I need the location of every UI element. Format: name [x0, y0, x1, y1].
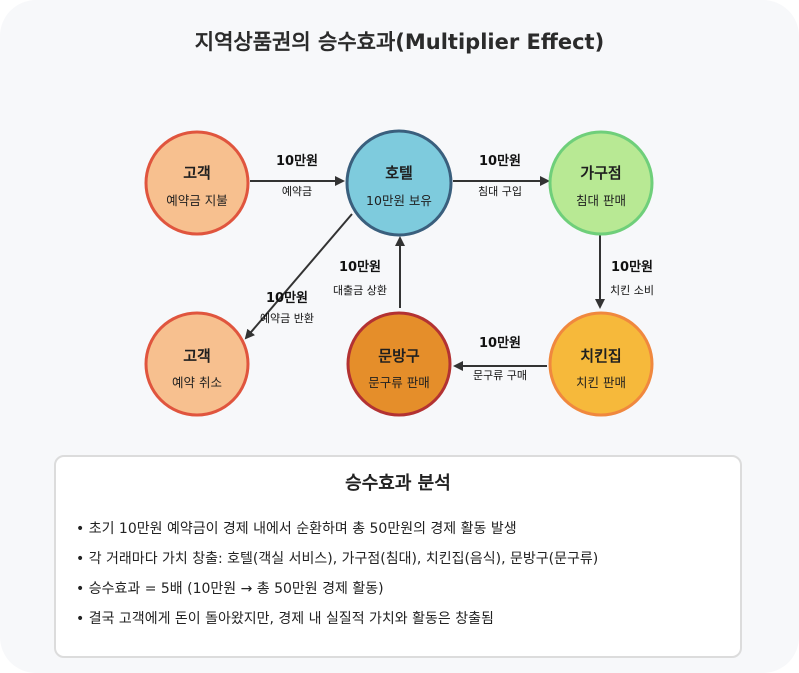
- node-customer-end: 고객 예약 취소: [144, 311, 250, 417]
- node-hotel: 호텔 10만원 보유: [345, 129, 453, 237]
- node-hotel-circle: [345, 129, 453, 237]
- edge-refund-desc: 예약금 반환: [260, 311, 314, 325]
- analysis-title: 승수효과 분석: [345, 473, 451, 494]
- node-customer-end-subtitle: 예약 취소: [172, 375, 222, 390]
- analysis-bullet: 결국 고객에게 돈이 돌아왔지만, 경제 내 실질적 가치와 활동은 창출됨: [76, 609, 598, 639]
- analysis-bullet: 각 거래마다 가치 창출: 호텔(객실 서비스), 가구점(침대), 치킨집(음…: [76, 549, 599, 579]
- node-customer-end-title: 고객: [183, 347, 211, 365]
- node-furniture: 가구점 침대 판매: [548, 130, 654, 236]
- node-customer-start-title: 고객: [183, 164, 211, 182]
- node-furniture-subtitle: 침대 판매: [576, 193, 626, 208]
- edge-bed-desc: 침대 구입: [478, 185, 522, 198]
- edge-chicken-desc: 치킨 소비: [610, 284, 654, 297]
- node-hotel-title: 호텔: [385, 164, 413, 182]
- edge-loan-amount: 10만원: [339, 259, 381, 275]
- analysis-list: 초기 10만원 예약금이 경제 내에서 순환하며 총 50만원의 경제 활동 발…: [76, 519, 599, 639]
- node-chicken: 치킨집 치킨 판매: [548, 311, 654, 417]
- edge-loan-desc: 대출금 상환: [333, 284, 387, 297]
- edge-stationery-desc: 문구류 구매: [473, 369, 527, 382]
- node-furniture-circle: [548, 130, 654, 236]
- node-chicken-title: 치킨집: [580, 347, 621, 365]
- edge-chicken-amount: 10만원: [611, 259, 653, 275]
- node-customer-start-circle: [144, 130, 250, 236]
- node-chicken-subtitle: 치킨 판매: [576, 375, 626, 390]
- node-furniture-title: 가구점: [580, 164, 621, 182]
- edge-deposit-amount: 10만원: [276, 153, 318, 169]
- node-customer-start-subtitle: 예약금 지불: [166, 193, 227, 208]
- analysis-bullet: 승수효과 = 5배 (10만원 → 총 50만원 경제 활동): [76, 579, 598, 609]
- diagram-title: 지역상품권의 승수효과(Multiplier Effect): [194, 30, 605, 54]
- node-hotel-subtitle: 10만원 보유: [366, 193, 432, 208]
- edge-deposit-desc: 예약금: [282, 184, 312, 198]
- node-customer-end-circle: [144, 311, 250, 417]
- node-customer-start: 고객 예약금 지불: [144, 130, 250, 236]
- node-stationery: 문방구 문구류 판매: [346, 311, 452, 417]
- node-stationery-subtitle: 문구류 판매: [368, 375, 429, 390]
- node-stationery-circle: [346, 311, 452, 417]
- edge-refund-amount: 10만원: [266, 290, 308, 306]
- node-stationery-title: 문방구: [378, 347, 420, 365]
- analysis-bullet: 초기 10만원 예약금이 경제 내에서 순환하며 총 50만원의 경제 활동 발…: [76, 519, 598, 549]
- edge-refund-arrow: [244, 213, 353, 340]
- edge-stationery-amount: 10만원: [479, 335, 521, 351]
- node-chicken-circle: [548, 311, 654, 417]
- edge-bed-amount: 10만원: [479, 153, 521, 169]
- analysis-panel: 승수효과 분석 초기 10만원 예약금이 경제 내에서 순환하며 총 50만원의…: [54, 455, 742, 658]
